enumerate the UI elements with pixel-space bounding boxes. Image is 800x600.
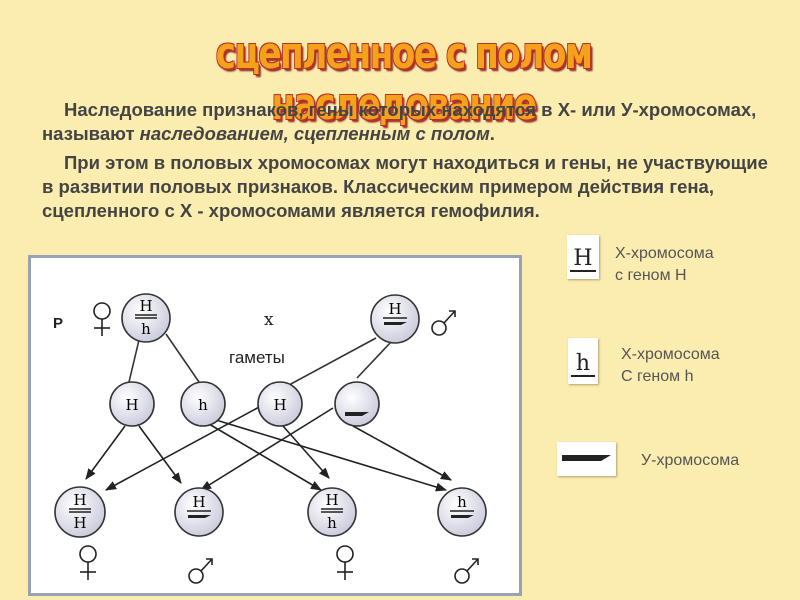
offspring-cell-2: H	[174, 487, 224, 537]
arrow-1	[85, 425, 126, 480]
line-male-gamete-3	[288, 337, 377, 386]
gamete-cell-4	[334, 381, 380, 427]
cell-allele-top: H	[73, 491, 86, 509]
male-symbol-icon	[188, 558, 213, 584]
gametes-label: гаметы	[229, 348, 285, 367]
parent-male-cell: H	[370, 294, 420, 344]
legend-line: У-хромосома	[641, 452, 740, 469]
gamete-cell-3: H	[257, 381, 303, 427]
legend-x-recessive-label: Х-хромосома С геном h	[621, 344, 720, 388]
legend-line: Х-хромосома	[621, 346, 720, 363]
female-symbol-icon	[336, 545, 354, 580]
cell-allele-top: H	[139, 297, 152, 315]
paragraph-definition-start: Наследование признаков, гены которых нах…	[42, 99, 757, 144]
cell-allele-bottom: H	[73, 514, 86, 532]
legend-line: с геном Н	[615, 267, 687, 284]
offspring-cell-1: H H	[54, 486, 106, 538]
paragraph-definition-end: .	[489, 123, 495, 144]
cell-allele: H	[273, 396, 286, 414]
offspring-cell-3: H h	[307, 487, 357, 537]
cell-allele-top: H	[192, 493, 205, 511]
legend-x-recessive-icon: h	[568, 338, 598, 384]
parent-female-cell: H h	[121, 293, 171, 343]
legend-symbol: H	[573, 246, 592, 271]
female-symbol-icon	[79, 545, 97, 580]
male-symbol-icon	[454, 558, 479, 584]
line-male-gamete-4	[356, 341, 392, 379]
gamete-cell-1: H	[109, 381, 155, 427]
arrow-5	[105, 405, 262, 491]
paragraph-definition-emphasis: наследованием, сцепленным с полом	[139, 123, 490, 144]
parent-to-gamete-lines	[128, 333, 392, 386]
female-symbol-icon	[93, 302, 111, 336]
inheritance-diagram-svg: P x гаметы H h H	[53, 293, 487, 584]
legend-x-dominant-label: Х-хромосома с геном Н	[615, 243, 714, 287]
cell-allele: h	[198, 396, 208, 414]
arrow-3	[208, 423, 322, 491]
y-chromosome-icon	[188, 515, 211, 518]
gamete-to-offspring-arrows	[85, 405, 452, 492]
slide-title: сцепленное с полом наследование	[215, 28, 593, 130]
paragraph-definition: Наследование признаков, гены которых нах…	[42, 98, 772, 146]
arrow-7	[200, 407, 334, 491]
arrow-2	[138, 425, 182, 484]
paragraph-hemophilia-text: При этом в половых хромосомах могут нахо…	[42, 152, 768, 221]
cell-allele-bottom: h	[141, 320, 151, 338]
cross-symbol: x	[264, 310, 274, 330]
offspring-cell-4: h	[437, 487, 487, 537]
cell-allele-bottom: h	[327, 514, 337, 532]
line-female-gamete-1	[128, 339, 140, 383]
generation-label: P	[53, 315, 63, 332]
arrow-4	[215, 419, 448, 492]
cell-allele-top: H	[325, 491, 338, 509]
cell-allele-top: h	[457, 493, 467, 511]
paragraph-hemophilia: При этом в половых хромосомах могут нахо…	[42, 151, 772, 223]
legend-symbol: h	[576, 351, 590, 376]
legend-x-dominant-icon: H	[567, 235, 599, 279]
y-chromosome-icon	[384, 322, 407, 325]
cell-allele-top: H	[388, 300, 401, 318]
legend-line: Х-хромосома	[615, 245, 714, 262]
gamete-cell-2: h	[180, 381, 226, 427]
arrow-8	[352, 425, 452, 481]
inheritance-diagram: P x гаметы H h H	[28, 255, 522, 596]
legend-y-chromosome-icon	[557, 442, 616, 476]
male-symbol-icon	[431, 310, 456, 336]
y-chromosome-icon	[345, 412, 369, 416]
legend-line: С геном h	[621, 368, 694, 385]
cell-allele: H	[125, 396, 138, 414]
line-female-gamete-2	[165, 333, 200, 383]
y-chromosome-icon	[451, 515, 474, 518]
legend-y-chromosome-label: У-хромосома	[641, 450, 739, 472]
